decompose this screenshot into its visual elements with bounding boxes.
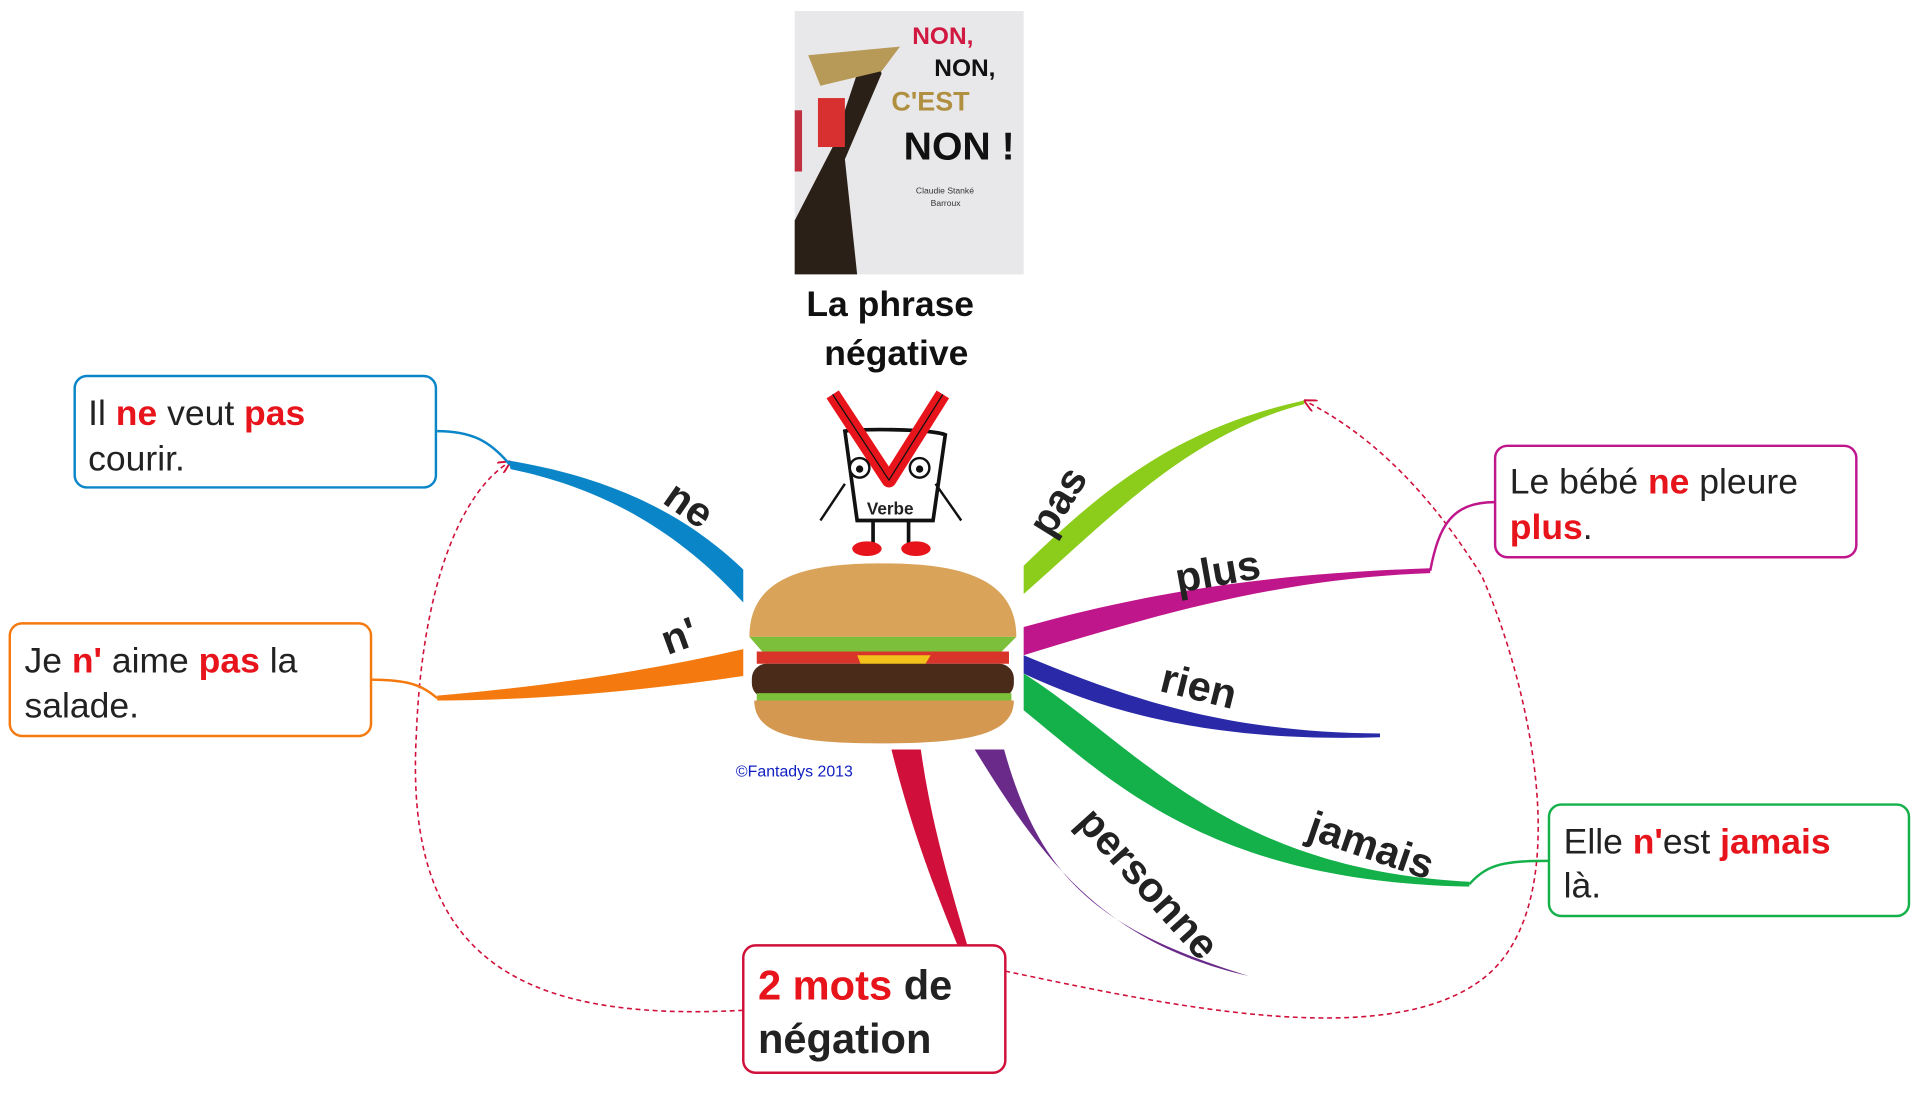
- branch-center: [891, 749, 968, 946]
- verb-character-icon: Verbe: [819, 390, 963, 557]
- example-box-ne: Il ne veut pas courir.: [73, 374, 438, 489]
- branch-rien: [1023, 655, 1380, 738]
- branch-plus: [1023, 568, 1431, 656]
- svg-text:Claudie Stanké: Claudie Stanké: [916, 186, 974, 196]
- svg-text:Il ne veut pas: Il ne veut pas: [88, 393, 305, 433]
- svg-text:NON !: NON !: [904, 125, 1015, 168]
- branch-personne: [974, 749, 1249, 977]
- svg-text:là.: là.: [1564, 866, 1602, 906]
- svg-text:Verbe: Verbe: [867, 498, 914, 518]
- negation-note-box: 2 mots de négation: [742, 944, 1007, 1074]
- svg-text:Le bébé ne pleure: Le bébé ne pleure: [1510, 462, 1798, 502]
- title-line-1: La phrase: [806, 284, 974, 324]
- svg-text:Je n' aime pas la: Je n' aime pas la: [24, 640, 297, 680]
- svg-text:NON,: NON,: [934, 55, 995, 82]
- example-box-jamais: Elle n'est jamais là.: [1547, 803, 1911, 918]
- svg-text:C'EST: C'EST: [891, 86, 970, 116]
- example-box-n-apos: Je n' aime pas la salade.: [8, 622, 373, 738]
- branch-jamais: [1023, 673, 1470, 887]
- connector-jamais: [1468, 859, 1549, 885]
- connector-n-apos: [371, 678, 438, 699]
- svg-text:plus.: plus.: [1510, 507, 1593, 547]
- svg-text:courir.: courir.: [88, 438, 185, 478]
- branch-ne: [508, 460, 744, 603]
- connector-plus: [1429, 500, 1496, 571]
- svg-text:Barroux: Barroux: [931, 198, 962, 208]
- svg-text:2 mots de: 2 mots de: [758, 961, 952, 1008]
- connector-ne: [437, 429, 511, 465]
- title-line-2: négative: [824, 333, 968, 373]
- svg-text:Elle n'est jamais: Elle n'est jamais: [1564, 822, 1831, 862]
- dashed-link-right: [1005, 402, 1539, 1019]
- example-box-plus: Le bébé ne pleure plus.: [1493, 444, 1858, 559]
- svg-text:salade.: salade.: [24, 686, 138, 726]
- book-cover-image: NON, NON, C'EST NON ! Claudie Stanké Bar…: [794, 11, 1024, 275]
- branch-label-n-apos: n': [654, 607, 703, 663]
- dashed-link-left: [414, 463, 744, 1013]
- burger-image: [749, 563, 1017, 744]
- svg-text:NON,: NON,: [912, 23, 973, 50]
- branch-n-apos: [437, 649, 744, 701]
- svg-text:négation: négation: [758, 1015, 931, 1062]
- copyright-text: ©Fantadys 2013: [736, 763, 853, 780]
